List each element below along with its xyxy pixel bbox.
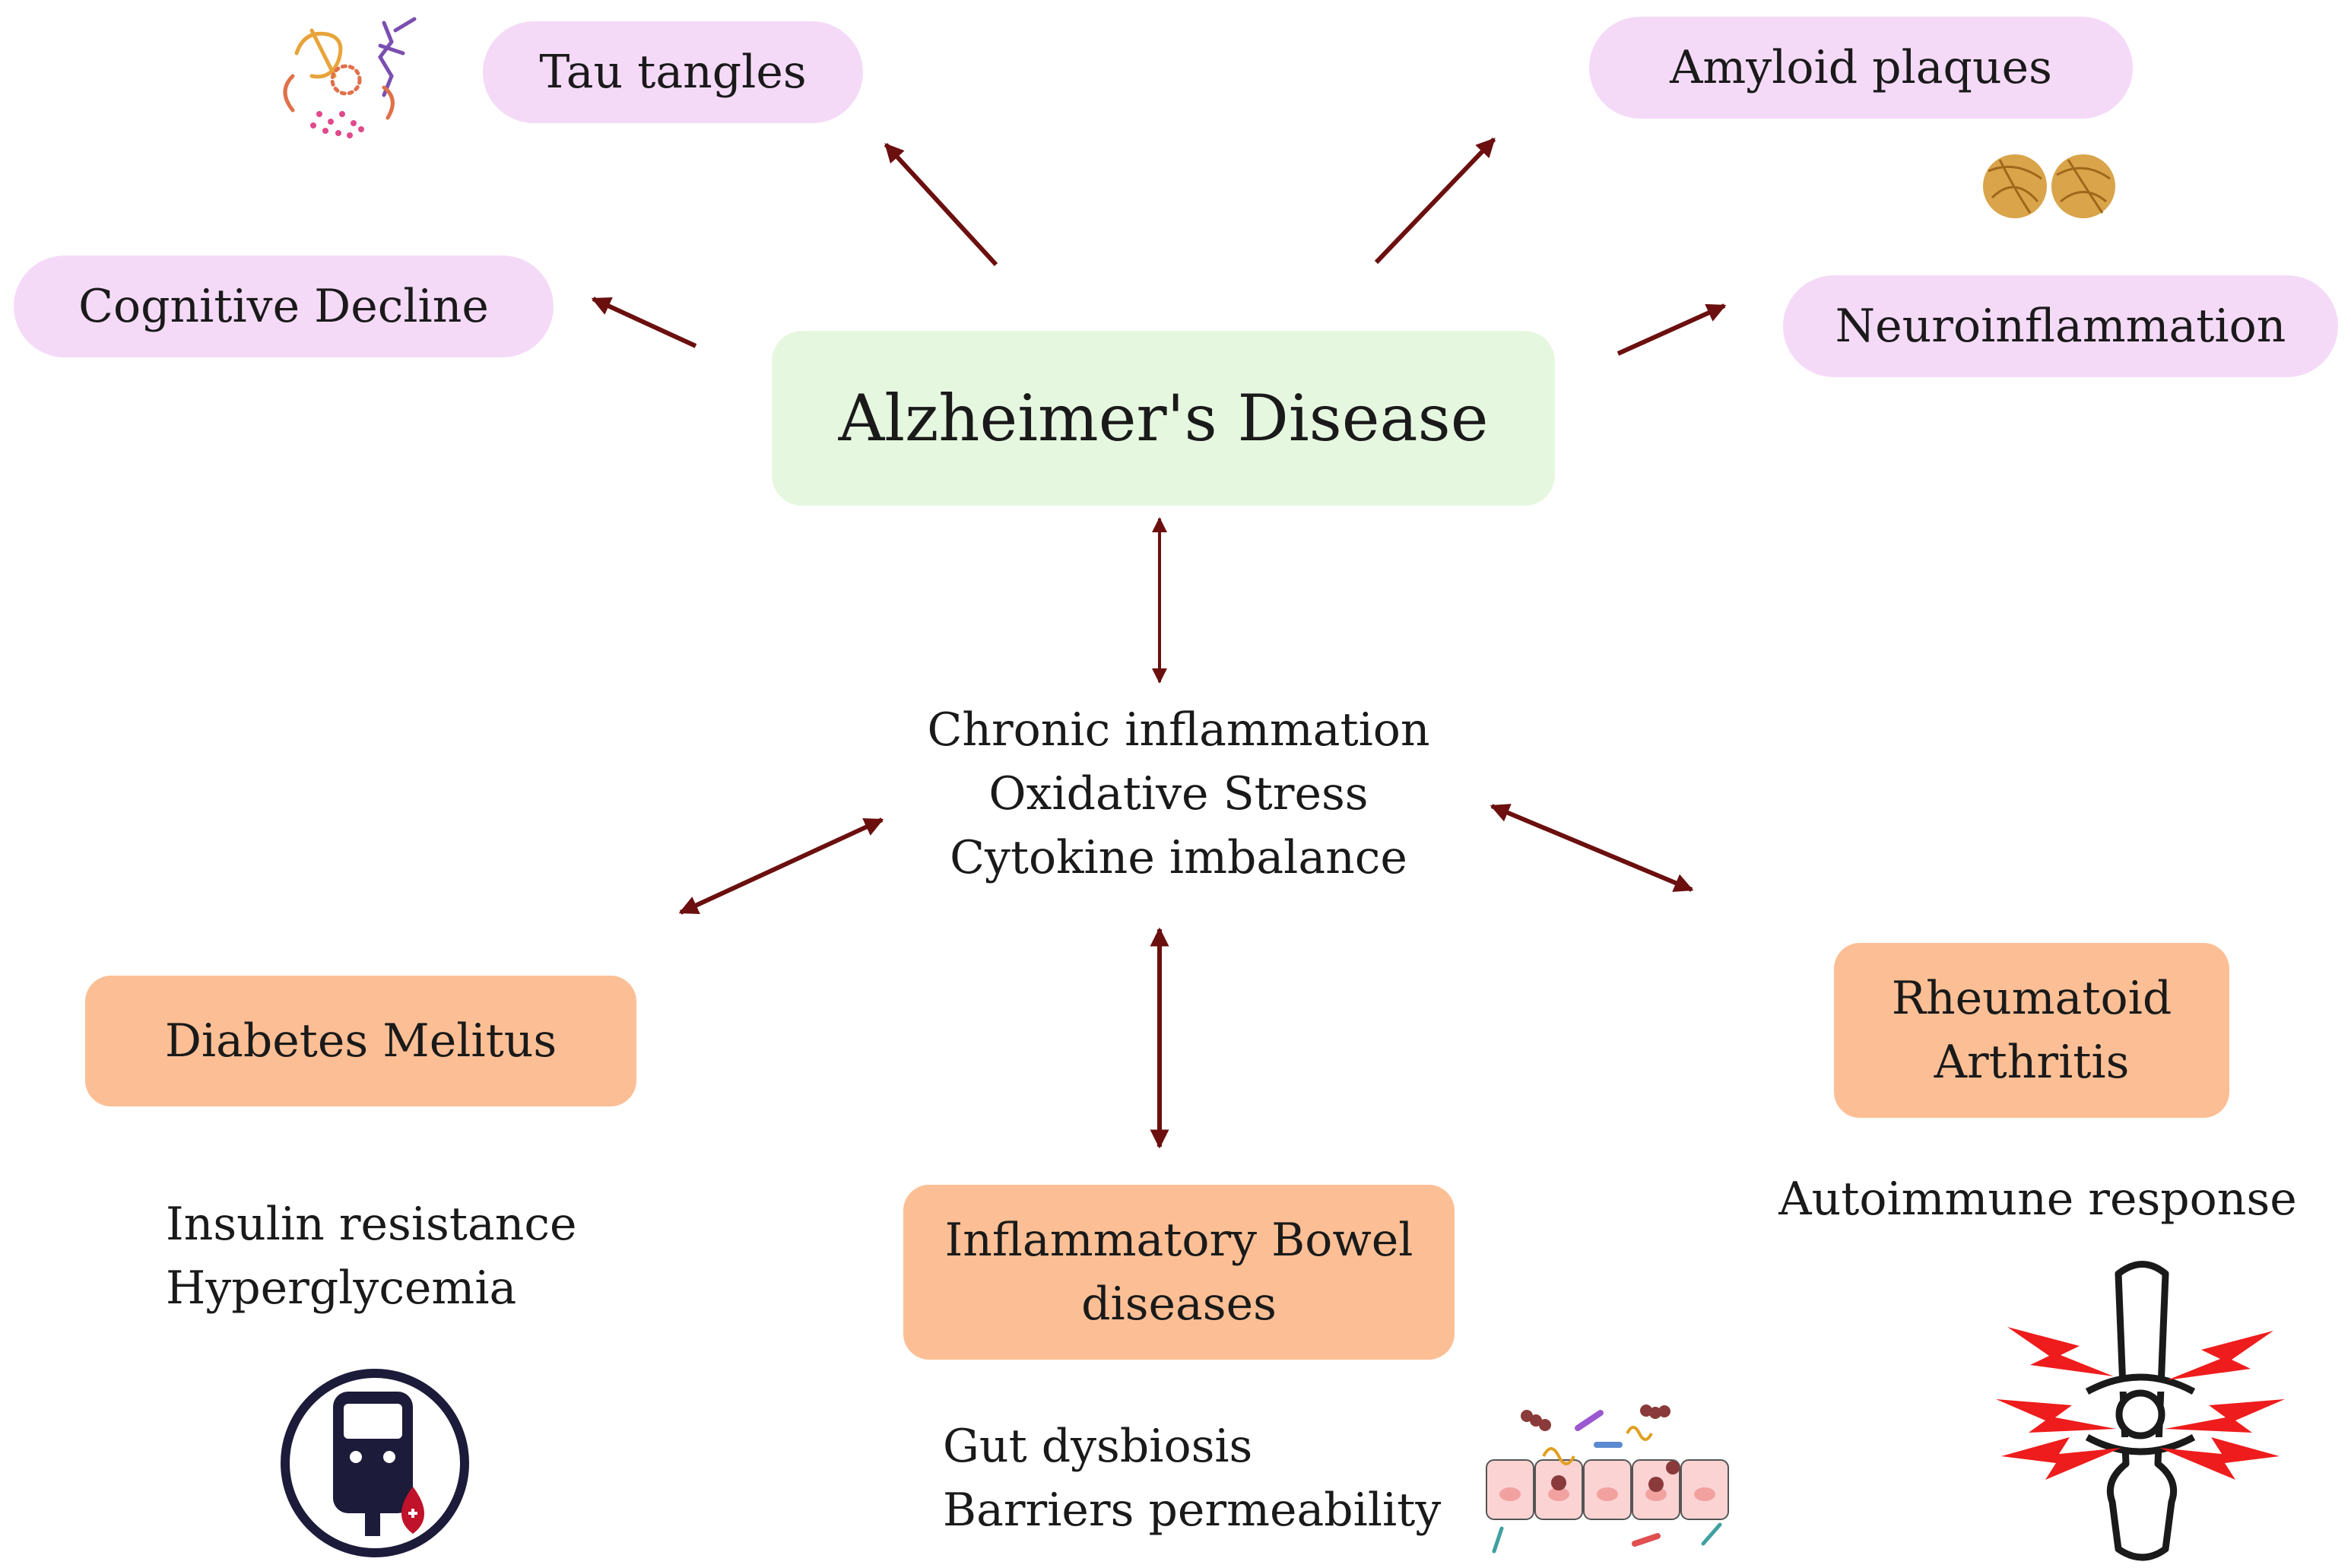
diabetes-node: Diabetes Melitus: [85, 976, 636, 1106]
cognitive-decline-label: Cognitive Decline: [78, 280, 489, 333]
tau-tangles-icon: [283, 17, 417, 138]
cognitive-decline-node: Cognitive Decline: [14, 256, 554, 357]
mechanisms-list: Chronic inflammation Oxidative Stress Cy…: [882, 698, 1475, 890]
diabetes-label: Diabetes Melitus: [164, 1014, 557, 1068]
amyloid-plaques-icon: [1983, 154, 2115, 218]
tau-tangles-node: Tau tangles: [483, 21, 863, 123]
mechanism-item: Cytokine imbalance: [950, 831, 1407, 884]
ibd-label-line: diseases: [1081, 1278, 1277, 1331]
ra-feature: Autoimmune response: [1778, 1173, 2297, 1226]
arrow-to-neuro: [1617, 303, 1727, 356]
amyloid-plaques-label: Amyloid plaques: [1670, 41, 2052, 94]
amyloid-plaques-node: Amyloid plaques: [1589, 17, 2133, 119]
arrow-mechanisms-diabetes: [678, 817, 884, 915]
diabetes-features: Insulin resistance Hyperglycemia: [166, 1192, 576, 1320]
ra-label-line: Arthritis: [1934, 1036, 2130, 1089]
mechanism-item: Chronic inflammation: [927, 703, 1430, 757]
tau-tangles-label: Tau tangles: [539, 46, 807, 99]
diabetes-feature: Hyperglycemia: [166, 1262, 517, 1315]
arrow-to-tau: [884, 142, 998, 267]
alzheimers-disease-label: Alzheimer's Disease: [838, 381, 1489, 455]
diabetes-feature: Insulin resistance: [166, 1198, 577, 1251]
ibd-node: Inflammatory Bowel diseases: [903, 1185, 1455, 1360]
arrow-mechanisms-ra: [1490, 804, 1694, 892]
ibd-features: Gut dysbiosis Barriers permeability: [943, 1414, 1441, 1542]
arrow-to-cognitive: [591, 297, 697, 348]
mechanism-item: Oxidative Stress: [988, 767, 1369, 821]
alzheimers-disease-node: Alzheimer's Disease: [772, 331, 1555, 506]
ibd-feature: Gut dysbiosis: [943, 1420, 1253, 1473]
ibd-feature: Barriers permeability: [943, 1484, 1442, 1537]
arrow-to-amyloid: [1374, 137, 1496, 265]
rheumatoid-arthritis-node: Rheumatoid Arthritis: [1834, 943, 2229, 1118]
ibd-label-line: Inflammatory Bowel: [944, 1214, 1413, 1267]
neuroinflammation-label: Neuroinflammation: [1835, 300, 2286, 353]
pain-bolt-icons: [1996, 1327, 2285, 1480]
knee-joint-icon: [2085, 1261, 2196, 1561]
neuroinflammation-node: Neuroinflammation: [1783, 275, 2338, 377]
ra-features: Autoimmune response: [1764, 1167, 2311, 1231]
glucose-meter-icon: [281, 1369, 469, 1557]
ra-label-line: Rheumatoid: [1891, 972, 2172, 1025]
gut-epithelium-icon: [1486, 1405, 1729, 1554]
